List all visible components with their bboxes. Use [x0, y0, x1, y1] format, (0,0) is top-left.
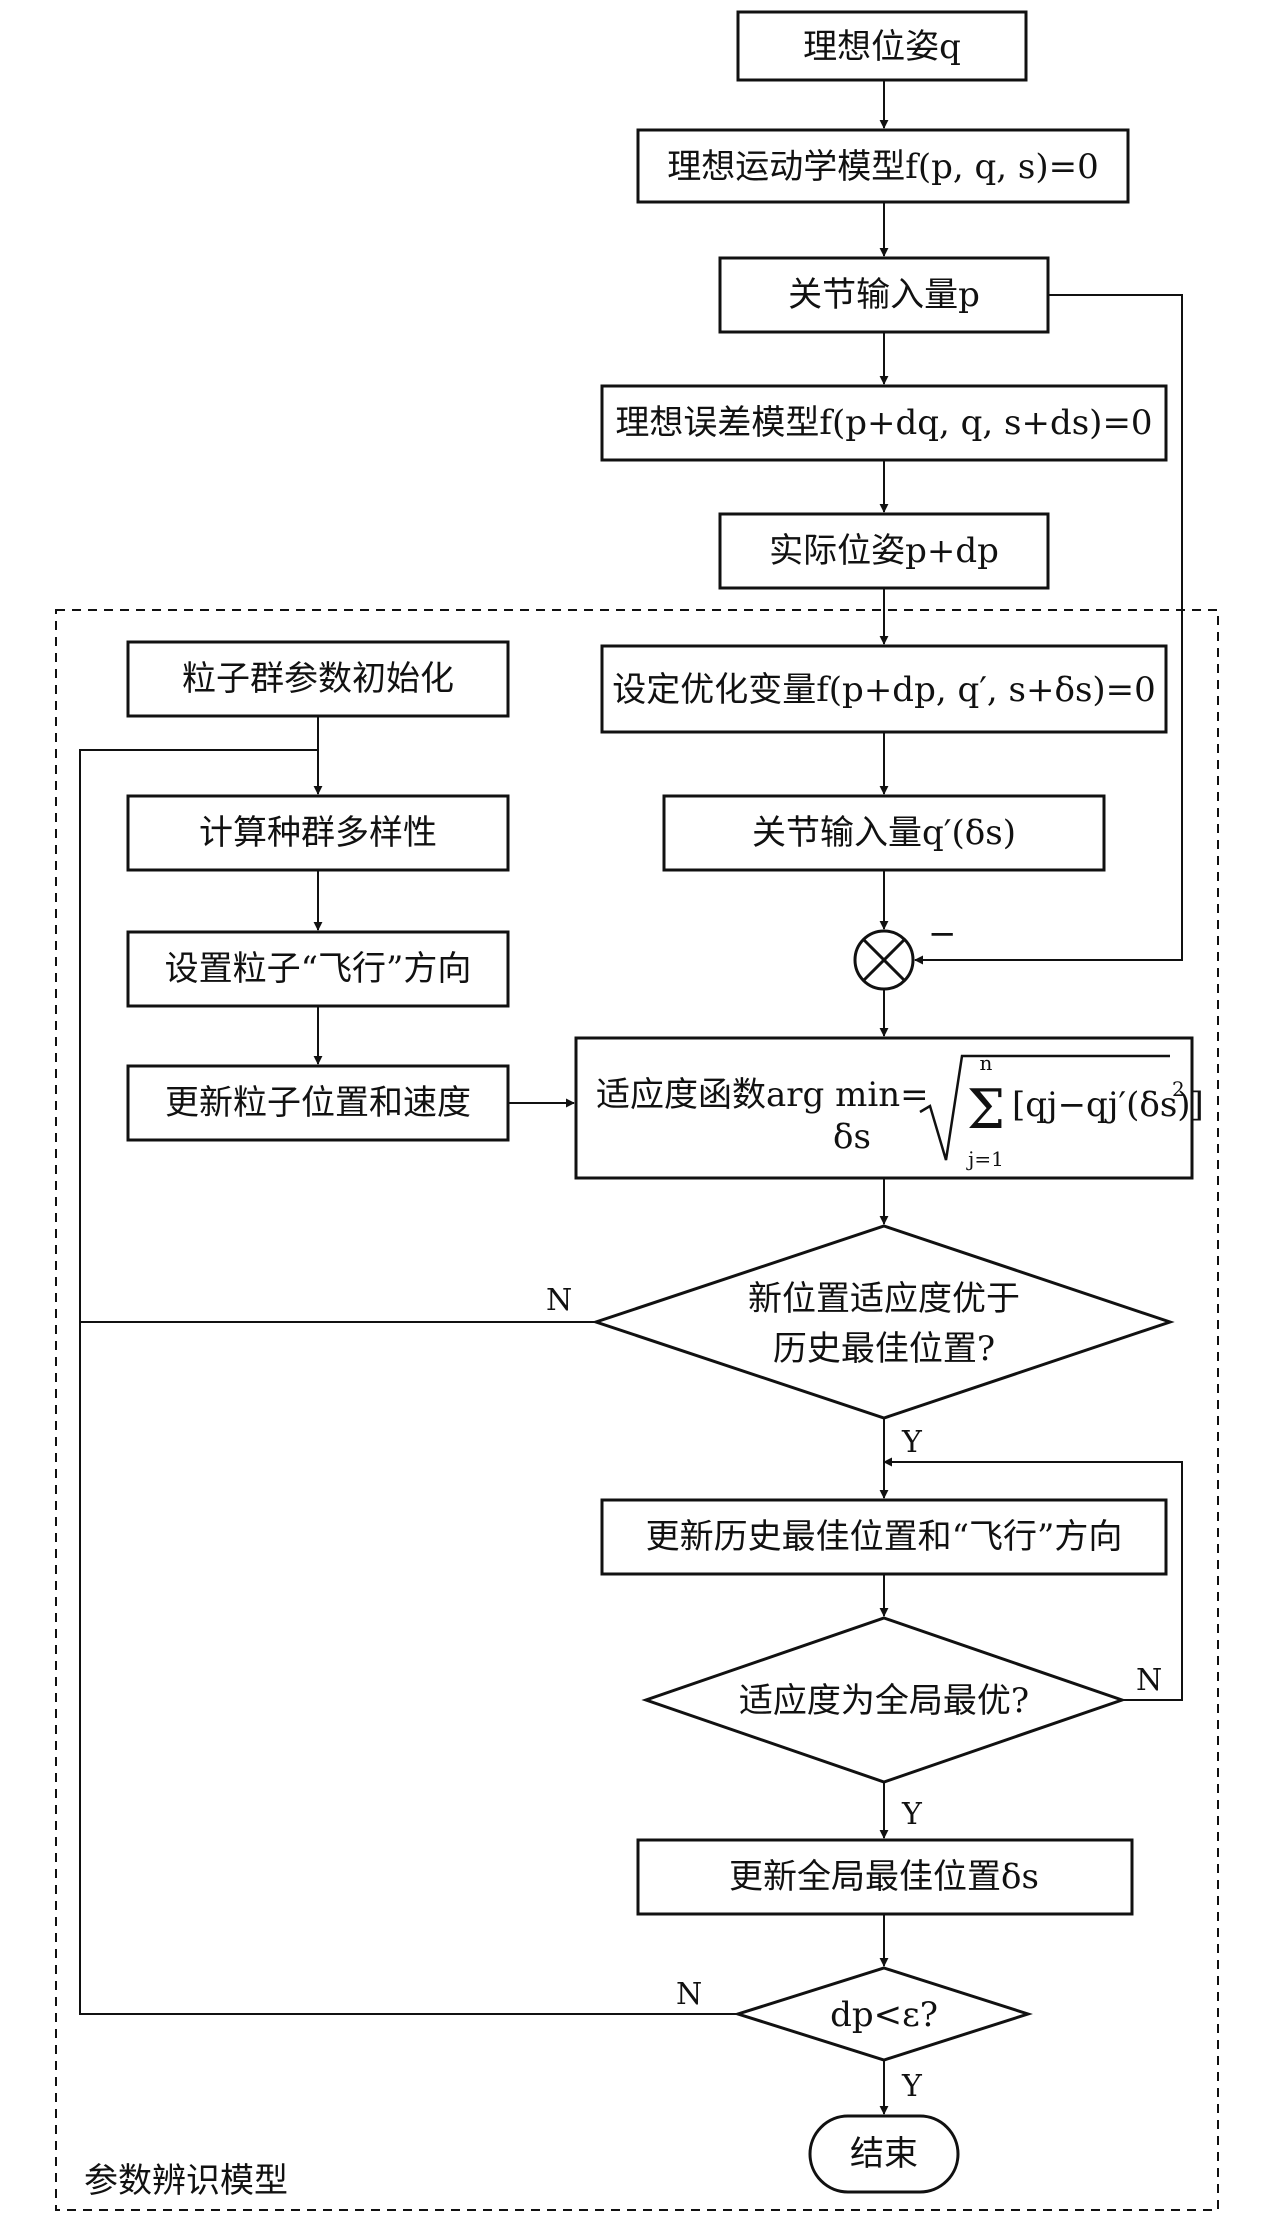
- fitness-sub: δs: [833, 1117, 871, 1157]
- group-label: 参数辨识模型: [84, 2161, 288, 2201]
- node-update-pos-vel: 更新粒子位置和速度: [126, 1064, 510, 1142]
- decision-dp-epsilon-label: dp<ε?: [830, 1995, 938, 2035]
- node-set-direction: 设置粒子“飞行”方向: [126, 930, 510, 1008]
- label-no-new-position: N: [546, 1283, 572, 1318]
- decision-dp-epsilon: dp<ε?: [733, 1966, 1033, 2062]
- node-calc-diversity: 计算种群多样性: [126, 794, 510, 872]
- fitness-lower: j=1: [966, 1147, 1004, 1171]
- decision-global-optimum: 适应度为全局最优?: [641, 1616, 1127, 1784]
- node-set-opt-var-label: 设定优化变量f(p+dp, q′, s+δs)=0: [612, 670, 1156, 710]
- decision-new-position: 新位置适应度优于 历史最佳位置?: [591, 1224, 1175, 1420]
- fitness-square: 2: [1172, 1077, 1185, 1101]
- loop-no-dp: [79, 1322, 738, 2015]
- loop-no-global: [883, 1457, 1183, 1701]
- node-ideal-error-model-label: 理想误差模型f(p+dq, q, s+ds)=0: [615, 403, 1152, 443]
- loop-no-new-position: [79, 749, 596, 1323]
- node-calc-diversity-label: 计算种群多样性: [199, 813, 437, 853]
- decision-new-position-line2: 历史最佳位置?: [773, 1329, 995, 1369]
- label-no-global: N: [1136, 1663, 1162, 1698]
- node-pso-init: 粒子群参数初始化: [126, 640, 510, 718]
- label-no-dp: N: [676, 1977, 702, 2012]
- decision-new-position-line1: 新位置适应度优于: [748, 1279, 1020, 1319]
- node-joint-input-q: 关节输入量q′(δs): [662, 794, 1106, 872]
- node-update-global-best: 更新全局最佳位置δs: [636, 1838, 1134, 1916]
- left-flow-arrows: [313, 716, 575, 1108]
- node-joint-input-p: 关节输入量p: [718, 256, 1050, 334]
- summing-junction: [853, 929, 915, 991]
- node-fitness: 适应度函数arg min= δs n Σ j=1 [qj−qj′(δs)] 2: [574, 1036, 1204, 1180]
- node-ideal-kinematics: 理想运动学模型f(p, q, s)=0: [636, 128, 1130, 204]
- node-end: 结束: [808, 2114, 960, 2194]
- node-update-pos-vel-label: 更新粒子位置和速度: [165, 1083, 471, 1123]
- sqrt-sign: [919, 1054, 1170, 1161]
- node-set-direction-label: 设置粒子“飞行”方向: [165, 949, 472, 989]
- node-set-opt-var: 设定优化变量f(p+dp, q′, s+δs)=0: [600, 644, 1168, 734]
- param-identification-group: [55, 609, 1219, 2211]
- node-pso-init-label: 粒子群参数初始化: [182, 659, 454, 699]
- node-update-hist-best-label: 更新历史最佳位置和“飞行”方向: [646, 1517, 1123, 1557]
- fitness-prefix: 适应度函数arg min=: [596, 1075, 929, 1115]
- node-joint-input-p-label: 关节输入量p: [788, 275, 980, 315]
- label-yes-dp: Y: [901, 2069, 923, 2104]
- fitness-body: [qj−qj′(δs)]: [1012, 1085, 1204, 1125]
- node-end-label: 结束: [850, 2134, 918, 2174]
- node-actual-pose: 实际位姿p+dp: [718, 512, 1050, 590]
- node-joint-input-q-label: 关节输入量q′(δs): [752, 813, 1016, 853]
- summing-minus-sign: −: [928, 914, 957, 954]
- fitness-sigma: Σ: [967, 1078, 1005, 1141]
- node-ideal-kinematics-label: 理想运动学模型f(p, q, s)=0: [667, 147, 1098, 187]
- node-actual-pose-label: 实际位姿p+dp: [769, 531, 999, 571]
- label-yes-new-position: Y: [901, 1425, 923, 1460]
- decision-global-optimum-label: 适应度为全局最优?: [739, 1681, 1029, 1721]
- node-ideal-error-model: 理想误差模型f(p+dq, q, s+ds)=0: [600, 384, 1168, 462]
- feedback-joint-input-p: [914, 294, 1183, 965]
- node-ideal-pose-label: 理想位姿q: [803, 27, 961, 67]
- node-update-global-best-label: 更新全局最佳位置δs: [729, 1857, 1039, 1897]
- fitness-upper: n: [980, 1051, 993, 1075]
- label-yes-global: Y: [901, 1797, 923, 1832]
- node-ideal-pose: 理想位姿q: [736, 10, 1028, 82]
- node-update-hist-best: 更新历史最佳位置和“飞行”方向: [600, 1498, 1168, 1576]
